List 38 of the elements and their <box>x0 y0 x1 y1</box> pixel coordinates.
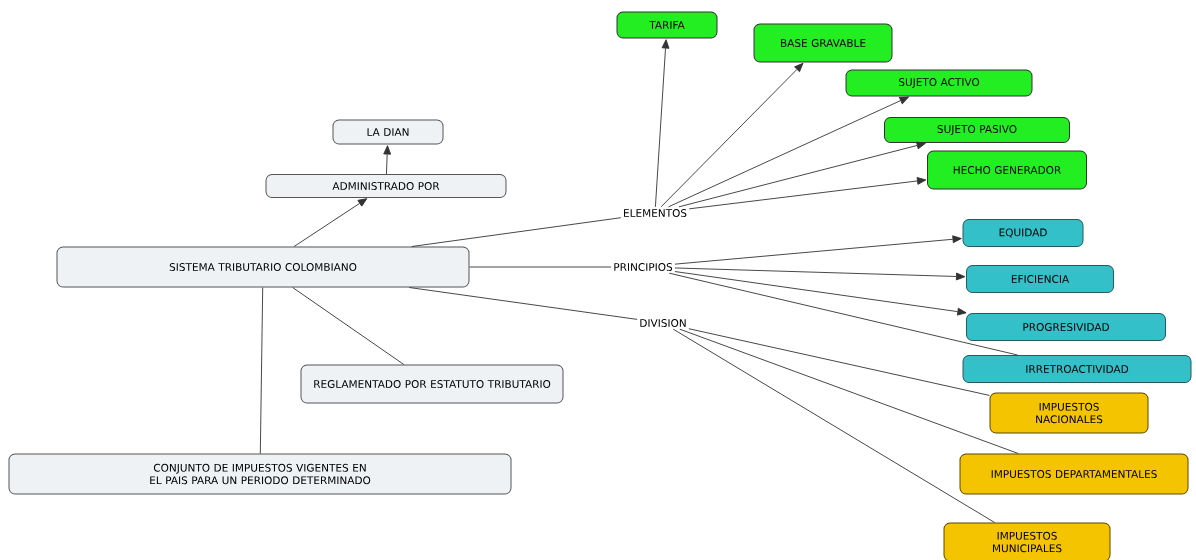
concept-box: CONJUNTO DE IMPUESTOS VIGENTES EN EL PAIS PARA UN PERIODO DETERMINADO <box>8 453 512 495</box>
connector-line <box>672 328 996 523</box>
concept-box: IMPUESTOS NACIONALES <box>989 392 1149 434</box>
arrow <box>668 96 909 208</box>
connector-line <box>679 328 1019 454</box>
connector-line <box>408 287 638 320</box>
concept-box: EFICIENCIA <box>966 265 1114 293</box>
arrow <box>674 271 967 316</box>
concept-box: EQUIDAD <box>962 219 1084 247</box>
concept-box: SUJETO ACTIVO <box>845 69 1033 97</box>
linking-phrase: PRINCIPIOS <box>614 263 673 271</box>
linking-phrase: ELEMENTOS <box>624 209 687 217</box>
concept-box: SISTEMA TRIBUTARIO COLOMBIANO <box>56 246 470 288</box>
arrow <box>293 198 368 247</box>
arrow <box>678 141 926 208</box>
concept-box: BASE GRAVABLE <box>753 23 893 63</box>
arrow <box>383 145 392 175</box>
concept-box: LA DIAN <box>332 119 444 145</box>
arrow <box>688 177 927 210</box>
connector-line <box>411 217 622 247</box>
connector-line <box>469 266 612 268</box>
arrow <box>660 62 804 208</box>
concept-box: HECHO GENERADOR <box>927 150 1087 190</box>
concept-box: SUJETO PASIVO <box>884 117 1070 143</box>
arrow <box>674 235 962 265</box>
concept-box: REGLAMENTADO POR ESTATUTO TRIBUTARIO <box>300 364 564 404</box>
linking-phrase: DIVISION <box>640 319 686 327</box>
arrow <box>674 267 966 281</box>
connector-line <box>292 287 405 365</box>
concept-box: PROGRESIVIDAD <box>966 313 1166 341</box>
concept-box: IMPUESTOS DEPARTAMENTALES <box>959 453 1189 495</box>
concept-box: IRRETROACTIVIDAD <box>962 355 1192 383</box>
connector-line <box>688 328 990 396</box>
connector-line <box>259 287 264 454</box>
concept-box: TARIFA <box>616 11 718 39</box>
concept-box: IMPUESTOS MUNICIPALES <box>943 522 1111 560</box>
concept-box: ADMINISTRADO POR <box>265 174 507 198</box>
arrow <box>654 39 670 208</box>
